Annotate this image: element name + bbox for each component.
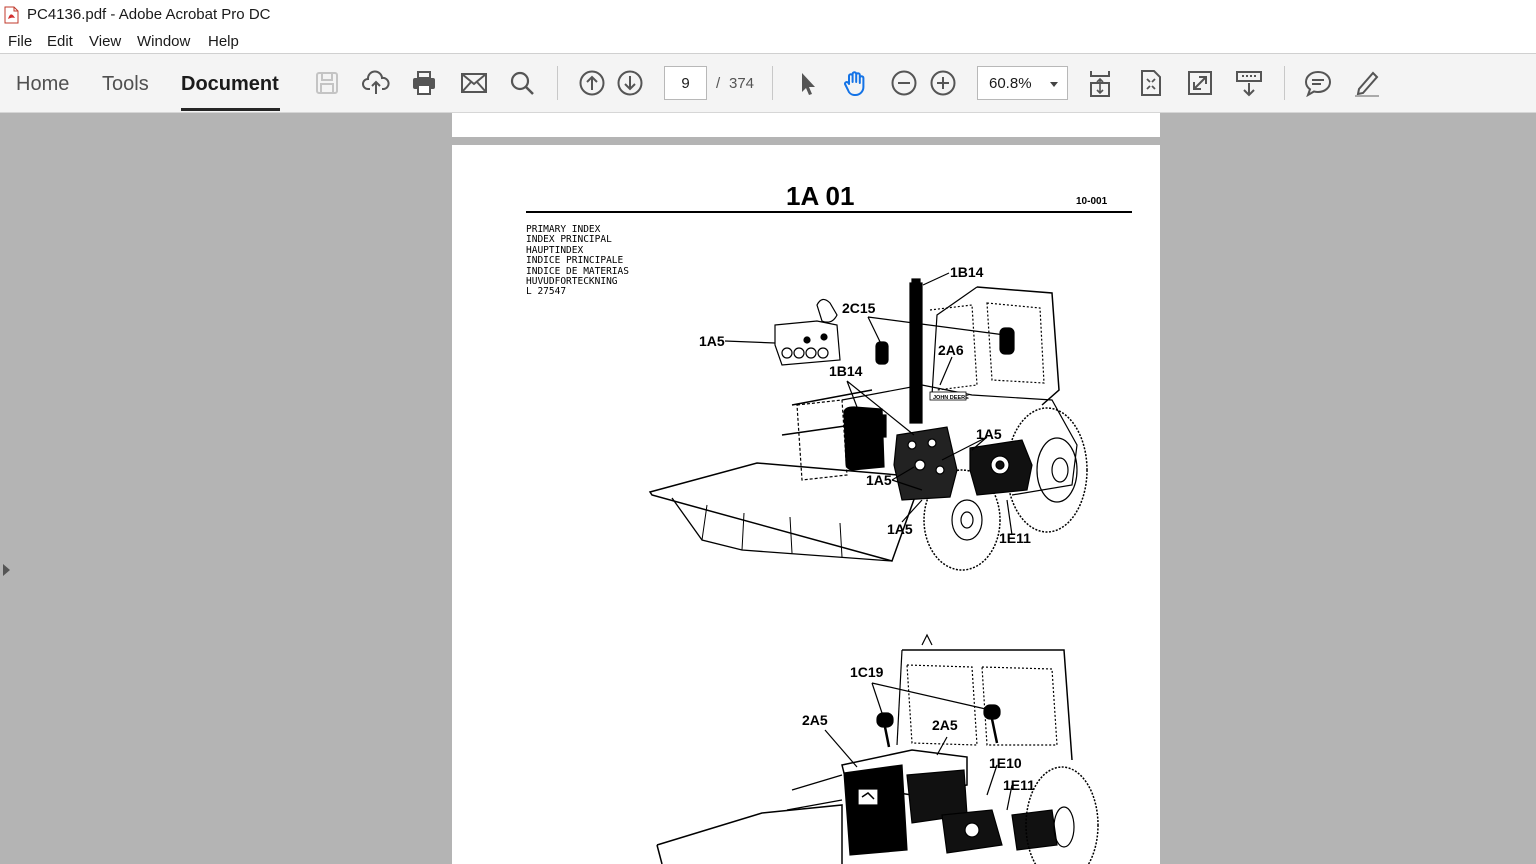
chevron-right-icon[interactable] <box>3 564 10 576</box>
prev-page-icon[interactable] <box>577 68 607 98</box>
callout-label: 1C19 <box>850 664 884 680</box>
page-code: 10-001 <box>1076 196 1108 207</box>
next-page-icon[interactable] <box>615 68 645 98</box>
tab-tools[interactable]: Tools <box>102 73 149 95</box>
toolbar-divider <box>1284 66 1285 100</box>
active-tab-indicator <box>181 108 280 111</box>
read-mode-icon[interactable] <box>1234 68 1264 98</box>
zoom-in-icon[interactable] <box>928 68 958 98</box>
page-separator: / <box>716 75 721 92</box>
index-list: PRIMARY INDEX INDEX PRINCIPAL HAUPTINDEX… <box>526 224 629 298</box>
print-icon[interactable] <box>409 68 439 98</box>
pdf-file-icon <box>4 6 19 24</box>
page-number-input[interactable] <box>664 66 707 100</box>
callout-label: 1B14 <box>950 264 984 280</box>
callout-label: 1A5 <box>866 472 892 488</box>
menu-edit[interactable]: Edit <box>47 33 73 50</box>
loader-illustration: 1B14 2C15 1A5 2A6 1B14 1A5 1A5 1A5 1E11 … <box>648 264 1099 864</box>
zoom-select[interactable]: 60.8% <box>977 66 1068 100</box>
index-line: INDICE PRINCIPALE <box>526 255 624 267</box>
callout-label: 2A6 <box>938 342 964 358</box>
previous-page <box>452 113 1160 137</box>
menu-window[interactable]: Window <box>137 33 191 50</box>
callout-label: 1E10 <box>989 755 1022 771</box>
upload-cloud-icon[interactable] <box>361 68 391 98</box>
menu-file[interactable]: File <box>8 33 33 50</box>
title-bar: PC4136.pdf - Adobe Acrobat Pro DC <box>0 0 1536 30</box>
decal-text: JOHN DEERE <box>933 395 969 401</box>
callout-label: 1A5 <box>699 333 725 349</box>
menu-view[interactable]: View <box>89 33 122 50</box>
index-line: INDICE DE MATERIAS <box>526 265 629 277</box>
callout-label: 1A5 <box>976 426 1002 442</box>
zoom-out-icon[interactable] <box>889 68 919 98</box>
search-icon[interactable] <box>507 68 537 98</box>
page-title: 1A 01 <box>786 181 855 211</box>
callout-label: 1E11 <box>999 530 1031 546</box>
header-rule <box>526 211 1132 213</box>
sign-pen-icon[interactable] <box>1352 68 1382 98</box>
toolbar-divider <box>772 66 773 100</box>
callout-label: 2C15 <box>842 300 876 316</box>
select-cursor-icon[interactable] <box>792 68 822 98</box>
menu-help[interactable]: Help <box>208 33 239 50</box>
index-line: HUVUDFORTECKNING <box>526 276 618 288</box>
index-line: L 27547 <box>526 286 567 298</box>
zoom-value: 60.8% <box>989 75 1032 92</box>
scroll-mode-icon[interactable] <box>1086 68 1116 98</box>
fit-page-icon[interactable] <box>1136 68 1166 98</box>
callout-label: 1E11 <box>1003 777 1035 793</box>
callout-label: 1A5 <box>887 521 913 537</box>
window-title: PC4136.pdf - Adobe Acrobat Pro DC <box>27 6 271 23</box>
chevron-down-icon <box>1050 82 1058 87</box>
menu-bar: File Edit View Window Help <box>0 30 1536 54</box>
pdf-page: 1A 01 10-001 PRIMARY INDEX INDEX PRINCIP… <box>452 145 1160 864</box>
toolbar-divider <box>557 66 558 100</box>
email-icon[interactable] <box>459 68 489 98</box>
toolbar: Home Tools Document / 374 <box>0 54 1536 113</box>
callout-label: 2A5 <box>932 717 958 733</box>
hand-tool-icon[interactable] <box>840 68 870 98</box>
callout-label: 1B14 <box>829 363 863 379</box>
page-total: 374 <box>729 75 755 92</box>
index-line: PRIMARY INDEX <box>526 224 601 235</box>
tab-document[interactable]: Document <box>181 73 279 95</box>
index-line: HAUPTINDEX <box>526 244 584 256</box>
full-screen-icon[interactable] <box>1185 68 1215 98</box>
document-canvas[interactable]: 1A 01 10-001 PRIMARY INDEX INDEX PRINCIP… <box>0 113 1536 864</box>
save-icon[interactable] <box>312 68 342 98</box>
tab-home[interactable]: Home <box>16 73 70 95</box>
comment-icon[interactable] <box>1303 68 1333 98</box>
index-line: INDEX PRINCIPAL <box>526 234 612 246</box>
callout-label: 2A5 <box>802 712 828 728</box>
